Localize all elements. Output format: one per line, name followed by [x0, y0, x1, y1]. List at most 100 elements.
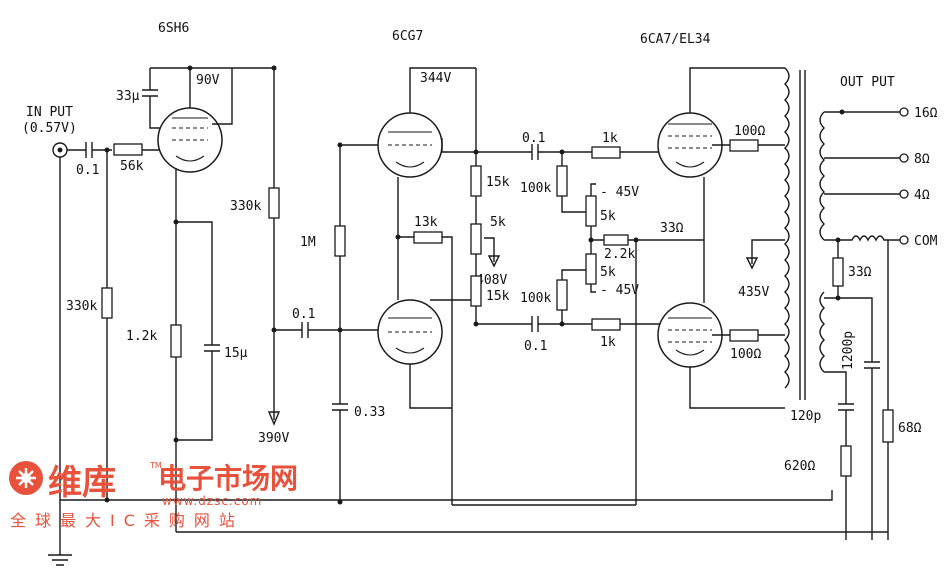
cathode-408v: 408V: [476, 273, 507, 288]
input-cap-label: 0.1: [76, 163, 99, 178]
resistor-15k-bottom: [470, 275, 482, 307]
pot-arrow: [487, 255, 501, 268]
input-title: IN PUT: [26, 105, 73, 120]
cap-120p: [838, 403, 854, 411]
plate-load-330k: [268, 187, 280, 219]
watermark-brand: 维库: [48, 463, 116, 503]
junction: [839, 109, 845, 115]
output-tap-16: 16Ω: [914, 106, 938, 121]
cathode-resistor-label: 1.2k: [126, 329, 157, 344]
coupling-cap-bottom: [531, 316, 539, 332]
grid-leak-100k-top-label: 100k: [520, 181, 551, 196]
junction: [104, 497, 110, 503]
output-title: OUT PUT: [840, 75, 895, 90]
junction: [337, 499, 343, 505]
balance-pot-5k[interactable]: [470, 223, 482, 255]
bias-pot-bottom-label: 5k: [600, 265, 616, 280]
screen-resistor-100-top: [729, 139, 759, 152]
resistor-2-2k: [603, 234, 629, 246]
junction: [271, 65, 277, 71]
screen-resistor-100-top-label: 100Ω: [734, 124, 765, 139]
cap-0-33-label: 0.33: [354, 405, 385, 420]
bias-pot-top-label: 5k: [600, 209, 616, 224]
coupling-cap-label: 0.1: [292, 307, 315, 322]
bplus-arrow: [745, 257, 759, 270]
output-terminal-com[interactable]: [899, 235, 909, 245]
watermark-tm: TM: [149, 461, 162, 470]
grid-leak-100k-bottom-label: 100k: [520, 291, 551, 306]
cap-33u-label: 33μ: [116, 89, 140, 104]
bias-top-voltage: - 45V: [600, 185, 639, 200]
bias-pot-bottom[interactable]: [585, 253, 597, 285]
cap-0-33: [332, 403, 348, 411]
grid-leak-100k-top: [556, 165, 568, 197]
watermark-logo: 维库 TM 电子市场网 www.dzsc.com 全球最大IC采购网站: [9, 461, 298, 530]
grid-resistor-330k: [101, 287, 113, 319]
resistor-2-2k-label: 2.2k: [604, 247, 635, 262]
resistor-1m: [334, 225, 346, 257]
resistor-15k-bottom-label: 15k: [486, 289, 510, 304]
cap-33u: [142, 89, 158, 97]
grid-resistor-1k-top-label: 1k: [602, 131, 618, 146]
watermark-slogan: 全球最大IC采购网站: [10, 511, 244, 530]
resistor-13k-label: 13k: [414, 215, 438, 230]
feedback-resistor-33-label: 33Ω: [848, 265, 872, 280]
coupling-cap-top-label: 0.1: [522, 131, 545, 146]
grid-resistor-1k-top: [591, 146, 621, 159]
watermark-url: www.dzsc.com: [162, 494, 262, 508]
grid-resistor-1k-bottom-label: 1k: [600, 335, 616, 350]
tube-label-6cg7: 6CG7: [392, 29, 423, 44]
cathode-33-label: 33Ω: [660, 221, 684, 236]
output-terminal-4[interactable]: [899, 189, 909, 199]
v2-plate-voltage: 344V: [420, 71, 451, 86]
cap-15u: [204, 344, 220, 352]
grid-leak-100k-bottom: [556, 279, 568, 311]
tube-6cg7-lower: [377, 299, 443, 365]
input-capacitor: [85, 142, 93, 158]
coupling-cap-top: [531, 144, 539, 160]
input-level: (0.57V): [22, 121, 77, 136]
feedback-resistor-33: [832, 257, 844, 287]
feedback-resistor-620: [840, 445, 852, 477]
resistor-68: [882, 409, 894, 443]
output-terminal-8[interactable]: [899, 153, 909, 163]
coupling-cap-0-1: [301, 322, 309, 338]
bias-pot-top[interactable]: [585, 195, 597, 227]
resistor-68-label: 68Ω: [898, 421, 922, 436]
plate-load-label: 330k: [230, 199, 261, 214]
tube-label-el34: 6CA7/EL34: [640, 32, 711, 47]
tube-6cg7-upper: [377, 112, 443, 178]
grid-resistor-label: 330k: [66, 299, 97, 314]
grid-stopper-label: 56k: [120, 159, 144, 174]
tube-6sh6: [157, 107, 223, 173]
bias-bottom-voltage: - 45V: [600, 283, 639, 298]
output-tap-8: 8Ω: [914, 152, 930, 167]
input-jack[interactable]: [52, 142, 68, 158]
output-tap-com: COM: [914, 234, 938, 249]
cap-120p-label: 120p: [790, 409, 821, 424]
tube-label-6sh6: 6SH6: [158, 21, 189, 36]
output-terminal-16[interactable]: [899, 107, 909, 117]
grid-stopper-56k: [113, 143, 143, 156]
ground-symbol: [48, 554, 72, 566]
output-tap-4: 4Ω: [914, 188, 930, 203]
screen-resistor-100-bottom: [729, 329, 759, 342]
cap-1200p-label: 1200p: [841, 331, 856, 370]
balance-pot-label: 5k: [490, 215, 506, 230]
supply-390v: 390V: [258, 431, 289, 446]
supply-arrow: [267, 411, 281, 426]
cathode-resistor-1-2k: [170, 324, 182, 358]
plate-435v: 435V: [738, 285, 769, 300]
resistor-13k: [413, 231, 443, 244]
watermark-suffix: 电子市场网: [158, 462, 298, 495]
grid-resistor-1k-bottom: [591, 318, 621, 331]
junction: [559, 321, 565, 327]
output-transformer: [784, 67, 825, 400]
coupling-cap-bottom-label: 0.1: [524, 339, 547, 354]
cap-15u-label: 15μ: [224, 346, 248, 361]
v1-plate-voltage: 90V: [196, 73, 220, 88]
resistor-1m-label: 1M: [300, 235, 316, 250]
cap-1200p: [864, 361, 880, 369]
